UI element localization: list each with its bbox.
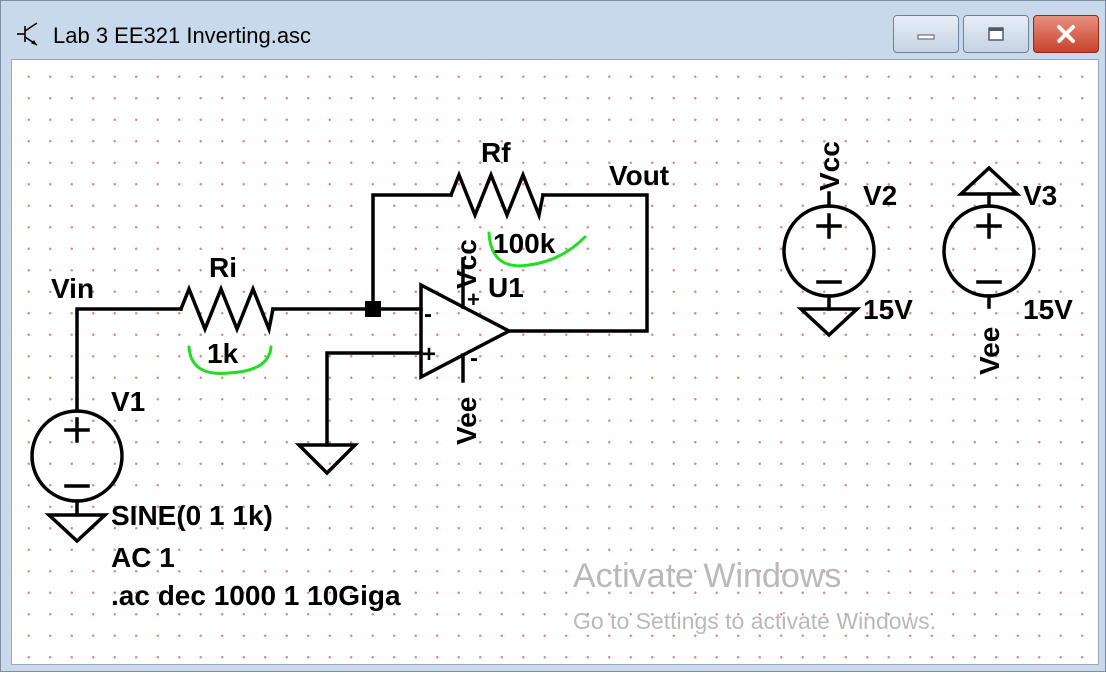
rf-value-label: 100k — [493, 228, 556, 259]
opamp-vcc-plus-sign: + — [467, 287, 480, 312]
v2-voltage-source[interactable] — [782, 204, 876, 298]
v2-name-label: V2 — [863, 180, 897, 211]
close-button[interactable] — [1033, 15, 1099, 53]
ri-resistor[interactable] — [178, 284, 276, 336]
v3-voltage-source[interactable] — [942, 204, 1036, 298]
opamp-ground-symbol — [294, 443, 360, 476]
activate-windows-title: Activate Windows — [573, 557, 841, 595]
vout-wire[interactable] — [507, 193, 649, 333]
ri-value-highlight — [187, 345, 273, 375]
v3-value-label: 15V — [1023, 294, 1073, 325]
rf-name-label: Rf — [481, 137, 511, 168]
ri-value-label: 1k — [207, 338, 239, 369]
window-title: Lab 3 EE321 Inverting.asc — [53, 23, 312, 48]
activate-windows-subtitle: Go to Settings to activate Windows. — [573, 608, 936, 634]
v3-net-label: Vee — [974, 327, 1005, 375]
minimize-icon — [917, 34, 935, 40]
junction-node — [365, 301, 381, 317]
opamp-plus-input-sign: + — [422, 341, 436, 368]
rf-resistor[interactable] — [448, 170, 546, 222]
maximize-icon — [988, 27, 1004, 41]
transistor-app-icon — [17, 22, 38, 46]
close-icon — [1057, 25, 1075, 43]
maximize-button[interactable] — [963, 15, 1029, 53]
opamp-vee-label: Vee — [451, 397, 482, 445]
v1-sine-param: SINE(0 1 1k) — [111, 500, 273, 531]
vin-net-label: Vin — [51, 273, 94, 304]
opamp-vcc-label: Vcc — [451, 239, 482, 289]
v3-flag-symbol — [956, 165, 1022, 196]
schematic-canvas[interactable] — [11, 59, 1099, 665]
v1-ac-param: AC 1 — [111, 542, 175, 573]
v1-ground-symbol — [44, 513, 110, 544]
opamp-u1[interactable] — [419, 282, 513, 380]
opamp-vee-minus-sign: - — [470, 345, 478, 372]
feedback-left-wire[interactable] — [371, 193, 453, 311]
vin-wire[interactable] — [75, 307, 183, 413]
v3-name-label: V3 — [1023, 180, 1057, 211]
ac-directive[interactable]: .ac dec 1000 1 10Giga — [111, 580, 401, 611]
noninverting-input-wire[interactable] — [325, 351, 423, 447]
ri-name-label: Ri — [209, 252, 237, 283]
v2-value-label: 15V — [863, 294, 913, 325]
v2-ground-symbol — [796, 307, 862, 338]
v1-voltage-source[interactable] — [30, 409, 124, 503]
minimize-button[interactable] — [893, 15, 959, 53]
title-bar[interactable]: Lab 3 EE321 Inverting.asc — [1, 1, 1105, 57]
v2-net-label: Vcc — [814, 141, 845, 191]
vout-net-label: Vout — [609, 160, 669, 191]
opamp-minus-input-sign: - — [424, 301, 432, 328]
v1-name-label: V1 — [111, 386, 145, 417]
u1-name-label: U1 — [488, 272, 524, 303]
rf-value-highlight — [487, 231, 587, 268]
